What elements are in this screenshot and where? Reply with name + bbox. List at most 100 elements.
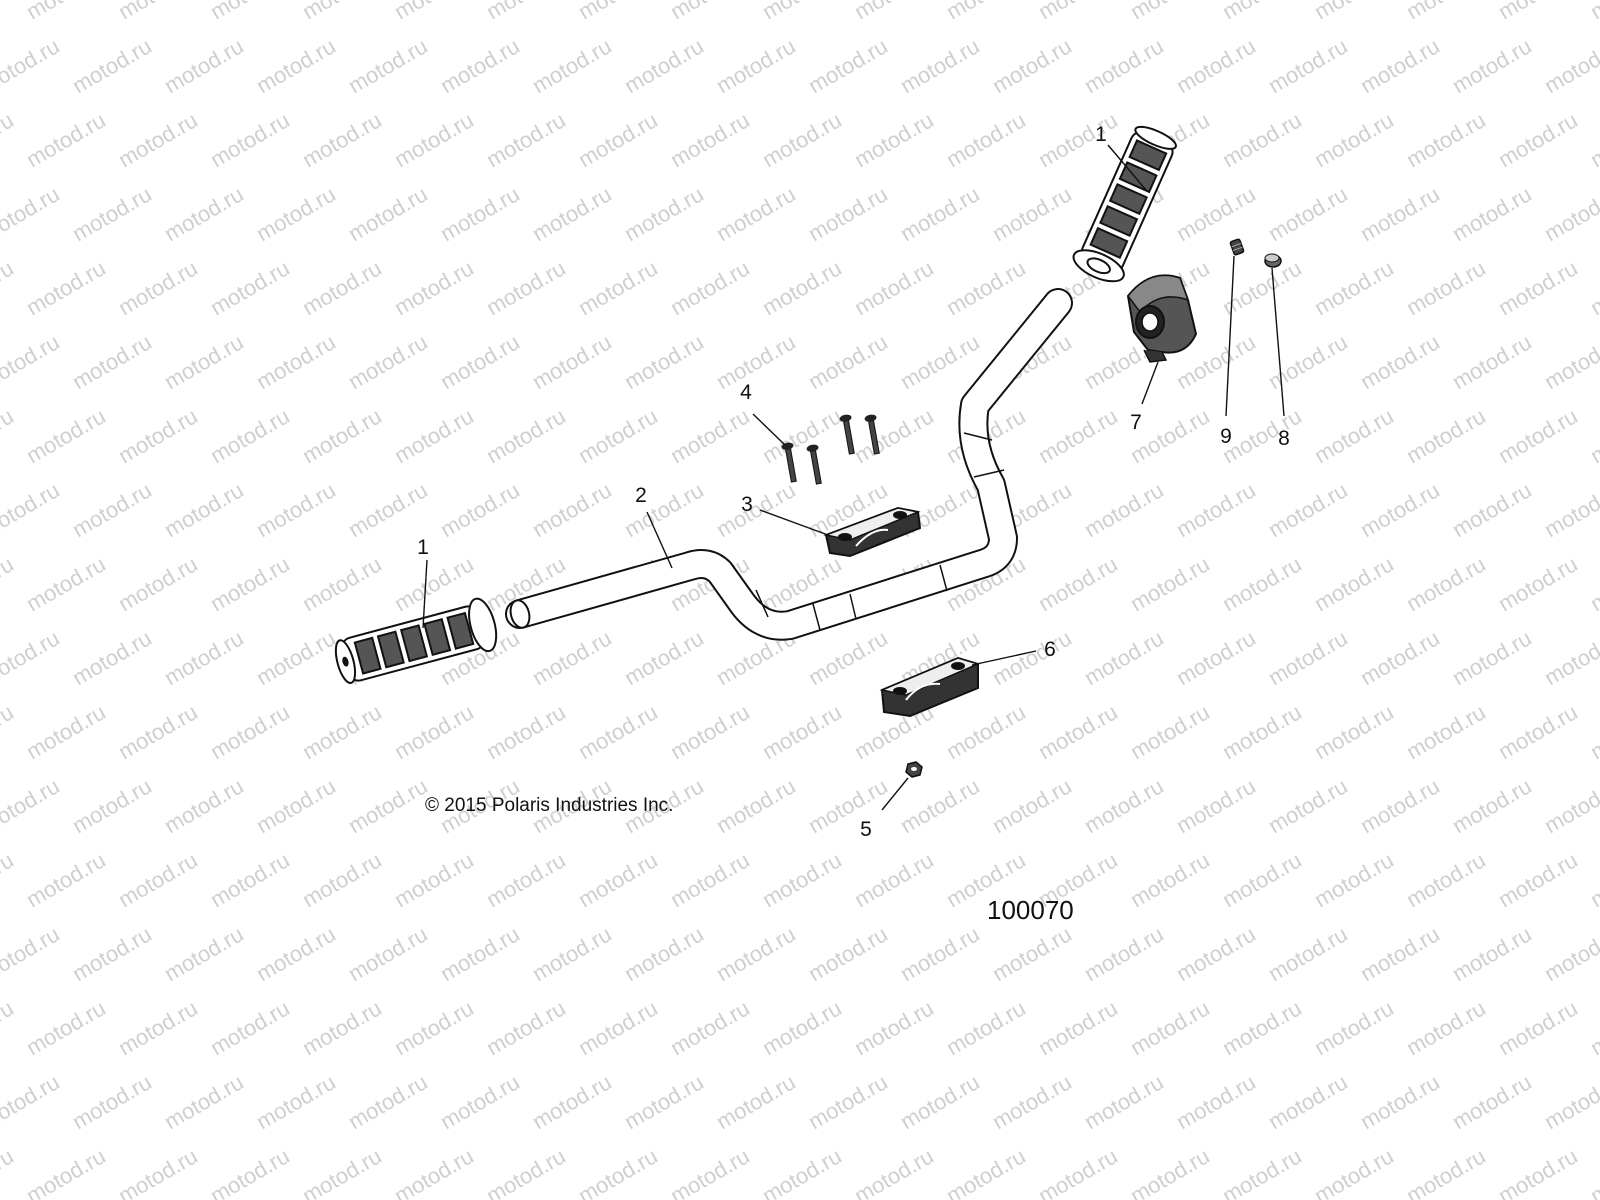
watermark-text: motod.ru bbox=[988, 33, 1076, 98]
watermark-text: motod.ru bbox=[896, 921, 984, 986]
watermark-text: motod.ru bbox=[528, 625, 616, 690]
watermark-text: motod.ru bbox=[22, 995, 110, 1060]
watermark-text: motod.ru bbox=[804, 1069, 892, 1134]
watermark-text: motod.ru bbox=[0, 1143, 18, 1200]
watermark-text: motod.ru bbox=[1080, 1069, 1168, 1134]
watermark-text: motod.ru bbox=[620, 33, 708, 98]
watermark-text: motod.ru bbox=[1402, 255, 1490, 320]
leader-8 bbox=[1271, 267, 1285, 417]
leader-6 bbox=[971, 650, 1037, 666]
watermark-text: motod.ru bbox=[988, 1069, 1076, 1134]
watermark-text: motod.ru bbox=[390, 0, 478, 24]
watermark-text: motod.ru bbox=[1356, 773, 1444, 838]
watermark-text: motod.ru bbox=[1310, 699, 1398, 764]
watermark-text: motod.ru bbox=[574, 0, 662, 24]
watermark-text: motod.ru bbox=[804, 773, 892, 838]
watermark-text: motod.ru bbox=[804, 921, 892, 986]
watermark-text: motod.ru bbox=[1586, 847, 1600, 912]
watermark-text: motod.ru bbox=[22, 699, 110, 764]
watermark-text: motod.ru bbox=[1402, 847, 1490, 912]
watermark-text: motod.ru bbox=[252, 921, 340, 986]
watermark-text: motod.ru bbox=[574, 699, 662, 764]
watermark-text: motod.ru bbox=[1080, 921, 1168, 986]
watermark-text: motod.ru bbox=[574, 107, 662, 172]
watermark-text: motod.ru bbox=[0, 0, 18, 24]
watermark-text: motod.ru bbox=[620, 181, 708, 246]
watermark-text: motod.ru bbox=[942, 1143, 1030, 1200]
watermark-text: motod.ru bbox=[390, 847, 478, 912]
watermark-text: motod.ru bbox=[712, 1069, 800, 1134]
watermark-text: motod.ru bbox=[252, 1069, 340, 1134]
watermark-text: motod.ru bbox=[804, 181, 892, 246]
watermark-text: motod.ru bbox=[620, 477, 708, 542]
watermark-text: motod.ru bbox=[758, 699, 846, 764]
callout-screw: 9 bbox=[1220, 425, 1232, 448]
watermark-text: motod.ru bbox=[390, 255, 478, 320]
watermark-text: motod.ru bbox=[160, 1069, 248, 1134]
watermark-text: motod.ru bbox=[436, 181, 524, 246]
watermark-text: motod.ru bbox=[804, 329, 892, 394]
watermark-text: motod.ru bbox=[666, 0, 754, 24]
watermark-text: motod.ru bbox=[1402, 551, 1490, 616]
watermark-text: motod.ru bbox=[1264, 181, 1352, 246]
watermark-text: motod.ru bbox=[1356, 1069, 1444, 1134]
leader-3 bbox=[759, 509, 829, 536]
watermark-text: motod.ru bbox=[1310, 1143, 1398, 1200]
watermark-text: motod.ru bbox=[436, 921, 524, 986]
watermark-text: motod.ru bbox=[344, 33, 432, 98]
watermark-text: motod.ru bbox=[1540, 921, 1600, 986]
watermark-text: motod.ru bbox=[160, 477, 248, 542]
watermark-text: motod.ru bbox=[482, 255, 570, 320]
watermark-text: motod.ru bbox=[436, 33, 524, 98]
watermark-text: motod.ru bbox=[1172, 33, 1260, 98]
watermark-text: motod.ru bbox=[896, 1069, 984, 1134]
watermark-text: motod.ru bbox=[1494, 551, 1582, 616]
callout-throttle-block: 7 bbox=[1130, 411, 1142, 434]
watermark-text: motod.ru bbox=[0, 33, 64, 98]
watermark-text: motod.ru bbox=[160, 181, 248, 246]
watermark-text: motod.ru bbox=[712, 773, 800, 838]
watermark-text: motod.ru bbox=[1494, 995, 1582, 1060]
watermark-text: motod.ru bbox=[436, 329, 524, 394]
watermark-text: motod.ru bbox=[850, 1143, 938, 1200]
watermark-text: motod.ru bbox=[206, 847, 294, 912]
watermark-text: motod.ru bbox=[1126, 995, 1214, 1060]
watermark-text: motod.ru bbox=[206, 255, 294, 320]
clamp-bolts bbox=[781, 414, 880, 485]
leader-lines bbox=[422, 144, 1285, 811]
watermark-text: motod.ru bbox=[1540, 181, 1600, 246]
watermark-text: motod.ru bbox=[1586, 1143, 1600, 1200]
watermark-text: motod.ru bbox=[1586, 699, 1600, 764]
watermark-text: motod.ru bbox=[298, 847, 386, 912]
watermark-text: motod.ru bbox=[804, 33, 892, 98]
watermark-text: motod.ru bbox=[160, 921, 248, 986]
watermark-text: motod.ru bbox=[22, 847, 110, 912]
small-screw bbox=[1229, 238, 1245, 256]
watermark-text: motod.ru bbox=[160, 33, 248, 98]
watermark-text: motod.ru bbox=[252, 33, 340, 98]
watermark-text: motod.ru bbox=[298, 0, 386, 24]
watermark-text: motod.ru bbox=[114, 847, 202, 912]
bolt bbox=[806, 444, 822, 485]
watermark-text: motod.ru bbox=[0, 773, 64, 838]
watermark-text: motod.ru bbox=[1172, 625, 1260, 690]
watermark-text: motod.ru bbox=[1126, 0, 1214, 24]
watermark-text: motod.ru bbox=[206, 699, 294, 764]
watermark-text: motod.ru bbox=[1448, 33, 1536, 98]
watermark-text: motod.ru bbox=[666, 1143, 754, 1200]
throttle-block bbox=[1126, 274, 1198, 363]
watermark-text: motod.ru bbox=[206, 551, 294, 616]
watermark-text: motod.ru bbox=[1218, 699, 1306, 764]
watermark-text: motod.ru bbox=[160, 625, 248, 690]
watermark-text: motod.ru bbox=[68, 477, 156, 542]
watermark-text: motod.ru bbox=[0, 921, 64, 986]
watermark-text: motod.ru bbox=[68, 181, 156, 246]
watermark-text: motod.ru bbox=[942, 699, 1030, 764]
leader-9 bbox=[1225, 255, 1235, 417]
watermark-text: motod.ru bbox=[1264, 625, 1352, 690]
handlebar bbox=[505, 288, 1073, 641]
watermark-text: motod.ru bbox=[344, 329, 432, 394]
watermark-text: motod.ru bbox=[1448, 329, 1536, 394]
watermark-text: motod.ru bbox=[528, 921, 616, 986]
